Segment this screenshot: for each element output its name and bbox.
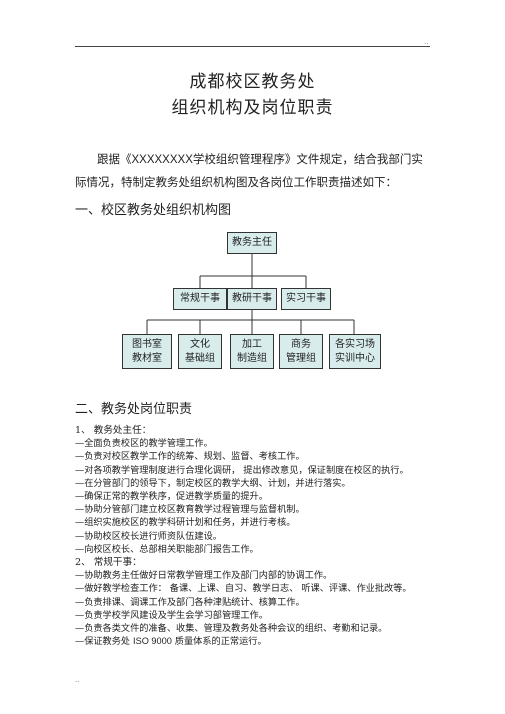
intro-after: 学校组织管理程序》文件规定，结合我部门实 (192, 152, 423, 166)
duty-item: —负责排课、调课工作及部门各种津贴统计、核算工作。 (75, 596, 305, 608)
role-title: 1、 教务处主任： (75, 425, 152, 436)
duty-item: —在分管部门的领导下，制定校区的教学大纲、计划，并进行落实。 (75, 477, 351, 489)
duty-item: —向校区校长、总部相关职能部门报告工作。 (75, 543, 259, 555)
org-node-leaf-4: 商务 管理组 (279, 334, 323, 369)
intro-line-1: 跟据《XXXXXXXX学校组织管理程序》文件规定，结合我部门实 (97, 148, 437, 172)
section-2-heading: 二、教务处岗位职责 (75, 402, 193, 417)
duty-item: —负责对校区教学工作的统筹、规划、监督、考核工作。 (75, 451, 305, 463)
org-node-middle-1: 常规干事 (173, 288, 227, 310)
org-node-leaf-2: 文化 基础组 (178, 334, 222, 369)
duty-iso-after: 质量体系的正常运行。 (171, 636, 267, 648)
duty-iso-code: ISO 9000 (133, 636, 172, 647)
intro-code: XXXXXXXX (131, 154, 193, 166)
intro-line-2: 际情况，特制定教务处组织机构图及各岗位工作职责描述如下： (75, 175, 397, 189)
org-node-leaf-3: 加工 制造组 (230, 334, 274, 369)
duty-item: —协助校区校长进行师资队伍建设。 (75, 530, 222, 542)
duty-item: —对各项教学管理制度进行合理化调研， 提出修改意见，保证制度在校区的执行。 (75, 464, 409, 476)
duties-list: 1、 教务处主任： —全面负责校区的教学管理工作。 —负责对校区教学工作的统筹、… (75, 424, 445, 648)
duty-item-iso: —保证教务处 ISO 9000 质量体系的正常运行。 (75, 635, 445, 648)
duty-item: —负责各类文件的准备、收集、管理及教务处各种会议的组织、考勤和记录。 (75, 623, 388, 635)
duty-item: —全面负责校区的教学管理工作。 (75, 438, 213, 450)
duty-item: —负责学校学风建设及学生会学习部管理工作。 (75, 609, 268, 621)
duty-item: —确保正常的教学秩序，促进教学质量的提升。 (75, 491, 268, 503)
duty-iso-before: —保证教务处 (75, 636, 134, 648)
footer-corner-mark: .. (75, 676, 80, 684)
section-1-heading: 一、校区教务处组织机构图 (75, 203, 232, 218)
duty-item: —组织实施校区的教学科研计划和任务，并进行考核。 (75, 517, 296, 529)
org-node-leaf-1: 图书室 教材室 (122, 334, 172, 369)
org-node-middle-3: 实习干事 (281, 288, 331, 310)
duty-item: —做好教学检查工作： 备课、上课、自习、教学日志、 听课、评课、作业批改等。 (75, 583, 412, 595)
duty-item: —协助分管部门建立校区教育教学过程管理与监督机制。 (75, 504, 305, 516)
duty-item: —协助教务主任做好日常教学管理工作及部门内部的协调工作。 (75, 570, 333, 582)
header-rule (75, 46, 430, 47)
page-subtitle: 组织机构及岗位职责 (171, 98, 334, 118)
org-node-middle-2: 教研干事 (227, 288, 277, 310)
page-title: 成都校区教务处 (189, 72, 316, 92)
intro-before: 跟据《 (97, 152, 132, 166)
org-node-leaf-5: 各实习场 实训中心 (329, 334, 381, 369)
header-corner-mark: .. (424, 38, 429, 46)
role-title: 2、 常规干事： (75, 557, 142, 569)
org-node-root: 教务主任 (227, 232, 277, 254)
